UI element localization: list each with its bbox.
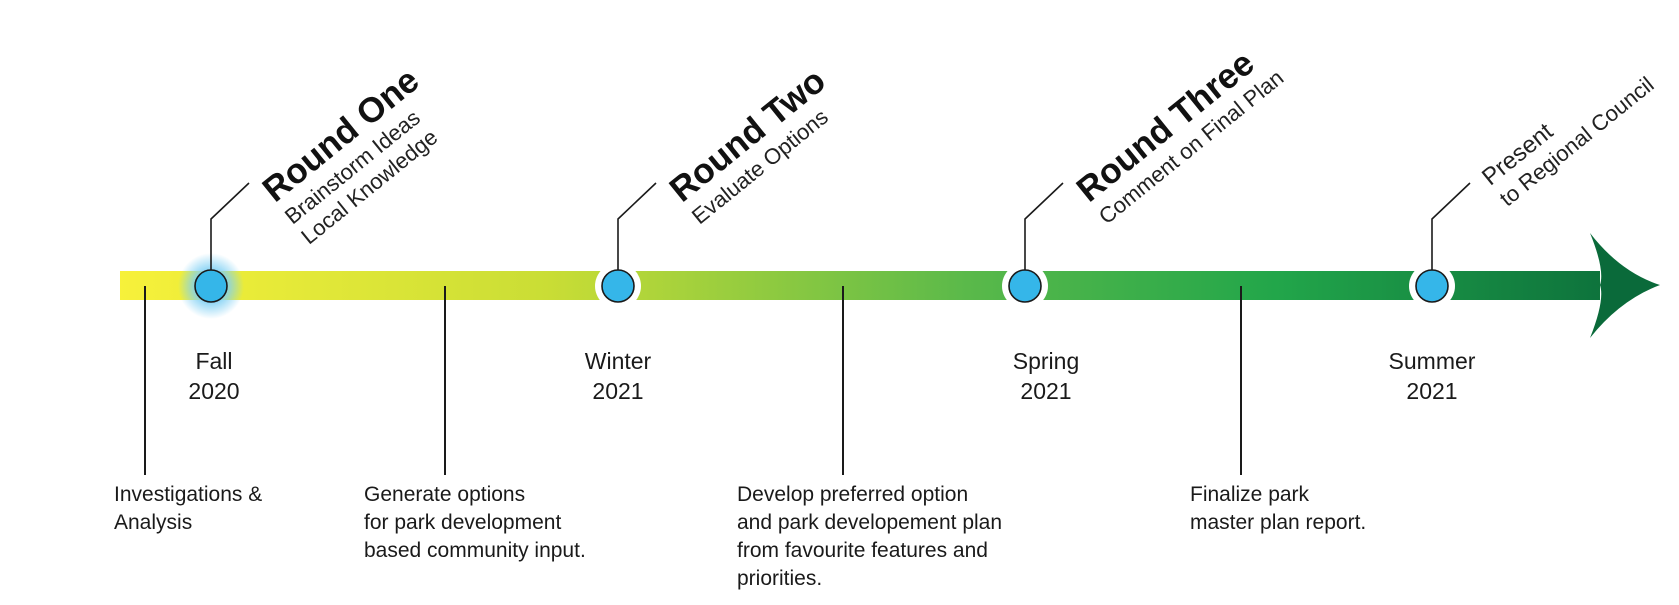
milestone-leader-line xyxy=(210,182,250,270)
task-line: Develop preferred option xyxy=(737,483,969,506)
season-year: 2021 xyxy=(1406,378,1458,404)
milestone-dot xyxy=(1415,269,1449,303)
task-line: and park developement plan xyxy=(737,511,1003,534)
season-label-spring-2021: Spring 2021 xyxy=(966,346,1126,406)
season-name: Summer xyxy=(1388,348,1476,374)
milestone-dot xyxy=(1008,269,1042,303)
task-line: Finalize park xyxy=(1190,483,1310,506)
task-investigations: Investigations & Analysis xyxy=(114,481,262,537)
timeline-arrowhead-icon xyxy=(1590,233,1660,338)
season-label-fall-2020: Fall 2020 xyxy=(134,346,294,406)
task-line: for park development xyxy=(364,511,562,534)
task-line: from favourite features and xyxy=(737,539,988,562)
milestone-leader-line xyxy=(1024,182,1064,270)
milestone-leader-line xyxy=(1431,182,1471,270)
milestone-round-three xyxy=(1002,182,1064,309)
milestone-dot xyxy=(601,269,635,303)
task-line: Generate options xyxy=(364,483,526,506)
season-name: Winter xyxy=(584,348,652,374)
season-year: 2021 xyxy=(592,378,644,404)
task-line: Analysis xyxy=(114,511,193,534)
season-label-winter-2021: Winter 2021 xyxy=(538,346,698,406)
season-label-summer-2021: Summer 2021 xyxy=(1352,346,1512,406)
season-year: 2020 xyxy=(188,378,240,404)
season-name: Fall xyxy=(195,348,233,374)
milestone-round-one xyxy=(178,182,250,319)
task-line: priorities. xyxy=(737,567,823,590)
task-finalize: Finalize park master plan report. xyxy=(1190,481,1366,537)
milestone-present xyxy=(1409,182,1471,309)
timeline-bar xyxy=(120,271,1600,300)
task-generate-options: Generate options for park development ba… xyxy=(364,481,586,565)
milestone-round-two xyxy=(595,182,657,309)
task-line: master plan report. xyxy=(1190,511,1367,534)
season-name: Spring xyxy=(1012,348,1080,374)
task-line: based community input. xyxy=(364,539,586,562)
task-develop-preferred: Develop preferred option and park develo… xyxy=(737,481,1002,593)
task-line: Investigations & xyxy=(114,483,263,506)
milestone-leader-line xyxy=(617,182,657,270)
season-year: 2021 xyxy=(1020,378,1072,404)
milestone-dot xyxy=(194,269,228,303)
